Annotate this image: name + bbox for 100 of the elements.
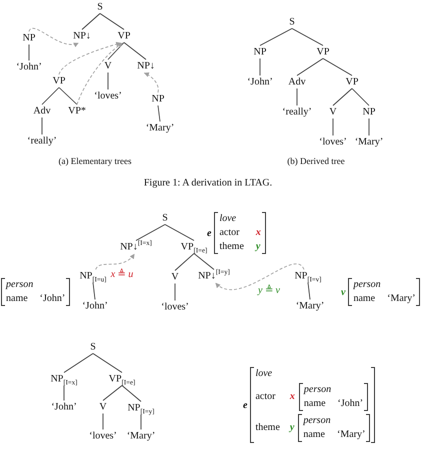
syntax-category-label: S	[289, 16, 295, 28]
word-label: ‘really’	[282, 106, 312, 118]
syntax-category-label: NP	[254, 46, 266, 58]
feature-name: name	[303, 429, 325, 441]
syntax-category-label: VP$_{[I=e]}$	[108, 374, 136, 384]
tree-branch	[108, 42, 124, 60]
dashed-arrow	[95, 254, 135, 270]
feature-name: actor	[219, 227, 240, 239]
syntax-category-label: NP$_{[I=y]}$	[128, 402, 154, 414]
syntax-category-label: Adv	[33, 106, 51, 116]
feature-name: name	[353, 293, 376, 305]
syntax-category-label: NP	[22, 32, 36, 44]
feature-structure	[214, 212, 266, 254]
feature-structure	[348, 278, 420, 306]
word-label: ‘John’	[16, 62, 42, 72]
syntax-category-label: NP↓	[137, 60, 155, 72]
feature-value: ‘John’	[40, 293, 66, 305]
tree-branch	[332, 88, 352, 106]
tree-branch	[140, 414, 142, 430]
syntax-category-label: NP↓$^{[I=x]}$	[120, 242, 152, 252]
tree-branch	[292, 28, 324, 46]
feature-value: ‘Mary’	[337, 429, 366, 441]
type-label: person	[6, 279, 34, 291]
tree-branch	[92, 282, 96, 300]
dashed-arrow	[28, 28, 79, 47]
dashed-arrow	[144, 72, 159, 93]
variable-label: e	[243, 400, 248, 410]
feature-structure	[298, 383, 368, 411]
feature-value: y	[256, 241, 261, 253]
variable-label: y	[290, 422, 294, 434]
feature-structure	[298, 414, 370, 442]
tree-branch	[136, 224, 166, 241]
type-label: person	[303, 415, 332, 427]
word-label: ‘Mary’	[296, 300, 324, 312]
syntax-category-label: V	[99, 402, 107, 412]
syntax-category-label: NP$_{[I=x]}$	[50, 374, 78, 384]
tree-branch	[64, 353, 94, 373]
type-label: love	[219, 213, 238, 225]
syntax-category-label: VP	[346, 76, 358, 88]
word-label: ‘John’	[247, 76, 273, 88]
syntax-category-label: Adv	[288, 76, 306, 88]
equation-label: x ≜ u	[110, 268, 134, 280]
word-label: ‘really’	[27, 136, 57, 146]
feature-value: ‘Mary’	[387, 293, 416, 305]
word-label: ‘loves’	[319, 136, 347, 148]
dashed-arrow	[76, 42, 124, 105]
word-label: ‘loves’	[94, 90, 122, 102]
tree-branch	[260, 28, 292, 46]
dashed-arrow	[215, 263, 304, 290]
syntax-category-label: NP$_{[I=v]}$	[294, 270, 322, 282]
feature-value: x	[256, 227, 261, 239]
tree-branch	[174, 283, 176, 301]
tree-branch	[368, 118, 370, 136]
variable-label: e	[207, 228, 212, 238]
type-label: person	[304, 384, 332, 396]
tree-branch	[58, 87, 78, 105]
syntax-category-label: NP↓	[73, 30, 91, 42]
tree-branch	[102, 385, 122, 401]
syntax-category-label: S	[90, 342, 96, 352]
word-label: ‘loves’	[161, 302, 189, 312]
syntax-category-label: VP$_{[I=e]}$	[180, 242, 208, 252]
syntax-category-label: VP	[118, 30, 130, 42]
syntax-category-label: NP	[362, 106, 376, 118]
syntax-category-label: VP*	[68, 106, 86, 116]
tree-branch	[100, 13, 124, 30]
tree-branch	[92, 353, 122, 373]
word-label: ‘Mary’	[354, 136, 384, 148]
tree-branch	[332, 118, 334, 136]
tree-branch	[174, 253, 194, 271]
feature-name: theme	[255, 422, 280, 434]
tree-branch	[124, 42, 146, 60]
syntax-category-label: VP	[316, 46, 330, 58]
tree-branch	[158, 105, 160, 122]
syntax-category-label: VP	[52, 76, 66, 86]
feature-name: name	[6, 293, 28, 305]
tree-branch	[164, 224, 194, 241]
syntax-category-label: S	[97, 2, 103, 12]
tree-branch	[28, 44, 30, 61]
variable-label: x	[290, 391, 295, 403]
tree-branch	[102, 413, 104, 430]
tree-branch	[42, 87, 60, 105]
syntax-category-label: NP	[152, 94, 164, 104]
variable-label: v	[341, 286, 346, 298]
type-label: person	[353, 279, 382, 291]
syntax-category-label: V	[104, 60, 112, 72]
word-label: ‘loves’	[89, 430, 117, 442]
subfigure-caption: (a) Elementary trees	[58, 156, 132, 166]
subfigure-caption: (b) Derived tree	[287, 156, 345, 166]
tree-branch	[194, 253, 214, 270]
word-label: ‘John’	[82, 300, 108, 312]
syntax-category-label: V	[171, 272, 179, 282]
figure-caption: Figure 1: A derivation in LTAG.	[144, 178, 272, 188]
feature-structure	[250, 367, 376, 443]
syntax-category-label: NP↓$^{[I=y]}$	[198, 270, 230, 282]
equation-label: y ≜ v	[258, 284, 280, 296]
dashed-arrow	[58, 42, 122, 75]
feature-name: theme	[219, 241, 244, 253]
tree-branch	[82, 13, 100, 30]
word-label: ‘Mary’	[146, 122, 174, 134]
syntax-category-label: V	[329, 106, 337, 118]
